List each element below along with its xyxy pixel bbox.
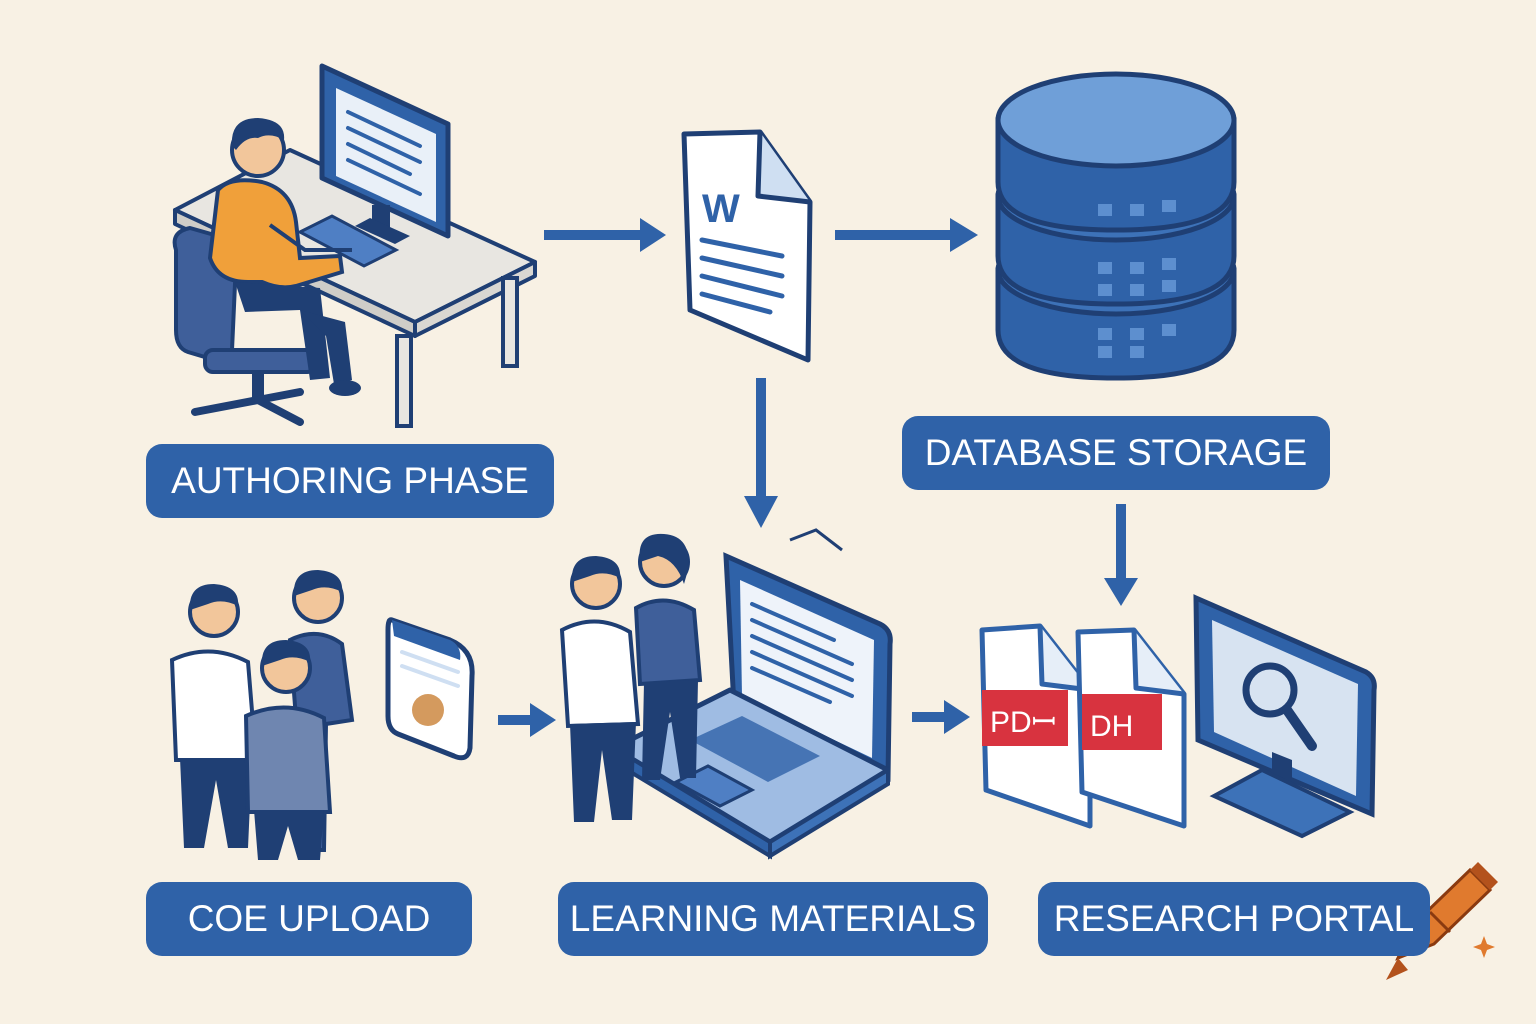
flow-arrows	[498, 218, 1138, 737]
arrow-coe-to-learning	[498, 703, 556, 737]
monitor-search-icon	[1193, 594, 1377, 839]
arrow-document-to-learning	[744, 378, 778, 528]
authoring-phase-label: AUTHORING PHASE	[146, 444, 554, 518]
pdf-label-2: DH	[1090, 710, 1133, 743]
coe-upload-label: COE UPLOAD	[146, 882, 472, 956]
research-portal-label: RESEARCH PORTAL	[1038, 882, 1430, 956]
id-card-icon	[385, 617, 475, 761]
arrow-document-to-database	[835, 218, 978, 252]
group-of-people-icon	[169, 570, 355, 860]
word-document-icon: W	[681, 129, 813, 363]
arrow-authoring-to-document	[544, 218, 666, 252]
person-at-computer-icon	[172, 63, 537, 428]
database-icon	[995, 71, 1237, 381]
arrow-learning-to-research	[912, 700, 970, 734]
document-letter: W	[702, 187, 740, 231]
pdf-file-icon: PDꟷ	[979, 623, 1093, 829]
arrow-database-to-research	[1104, 504, 1138, 606]
pdf-file-icon: DH	[1075, 627, 1187, 829]
pdf-label-1: PDꟷ	[990, 706, 1056, 739]
database-storage-label: DATABASE STORAGE	[902, 416, 1330, 490]
learners-icon	[559, 533, 703, 822]
learning-materials-label: LEARNING MATERIALS	[558, 882, 988, 956]
